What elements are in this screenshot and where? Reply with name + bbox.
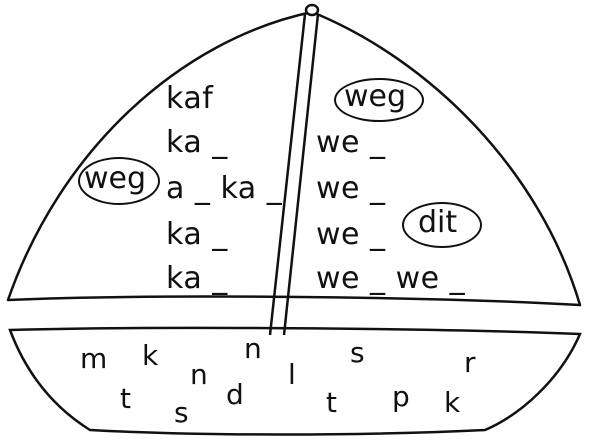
left-word-4: ka _	[166, 217, 228, 252]
hull-letter: r	[464, 346, 476, 379]
hull-letter: t	[120, 382, 131, 415]
hull-letter: s	[174, 396, 189, 429]
hull-letter: k	[444, 386, 461, 419]
circled-word-right: dit	[418, 205, 458, 240]
mast-top-knob	[304, 3, 320, 17]
right-word-4: we _	[316, 217, 386, 252]
hull-letter: l	[288, 358, 296, 391]
hull-letter: m	[80, 342, 108, 375]
hull-letter: d	[226, 378, 244, 411]
circle-top-right	[334, 78, 424, 122]
hull-letter: n	[244, 332, 262, 365]
circle-left	[78, 157, 160, 205]
right-word-2: we _	[316, 125, 386, 160]
left-word-3: a _ ka _	[166, 171, 283, 206]
hull-letter: n	[190, 358, 208, 391]
hull-letter: p	[392, 380, 410, 413]
left-word-2: ka _	[166, 125, 228, 160]
sail-outline	[6, 10, 582, 307]
left-word-1: kaf	[166, 81, 214, 116]
mast-left-line	[268, 13, 307, 336]
hull-letter: k	[142, 339, 159, 372]
left-word-5: ka _	[166, 261, 228, 296]
hull-letter: s	[350, 336, 365, 369]
circled-word-left: weg	[84, 161, 147, 196]
hull-outline	[8, 326, 582, 436]
circled-word-top-right: weg	[344, 79, 407, 114]
sail-bottom-line	[7, 295, 581, 307]
mast-right-line	[282, 13, 320, 336]
right-word-5: we _ we _	[316, 261, 466, 296]
right-word-3: we _	[316, 171, 386, 206]
circle-right	[402, 202, 482, 248]
hull-letter: t	[326, 386, 337, 419]
